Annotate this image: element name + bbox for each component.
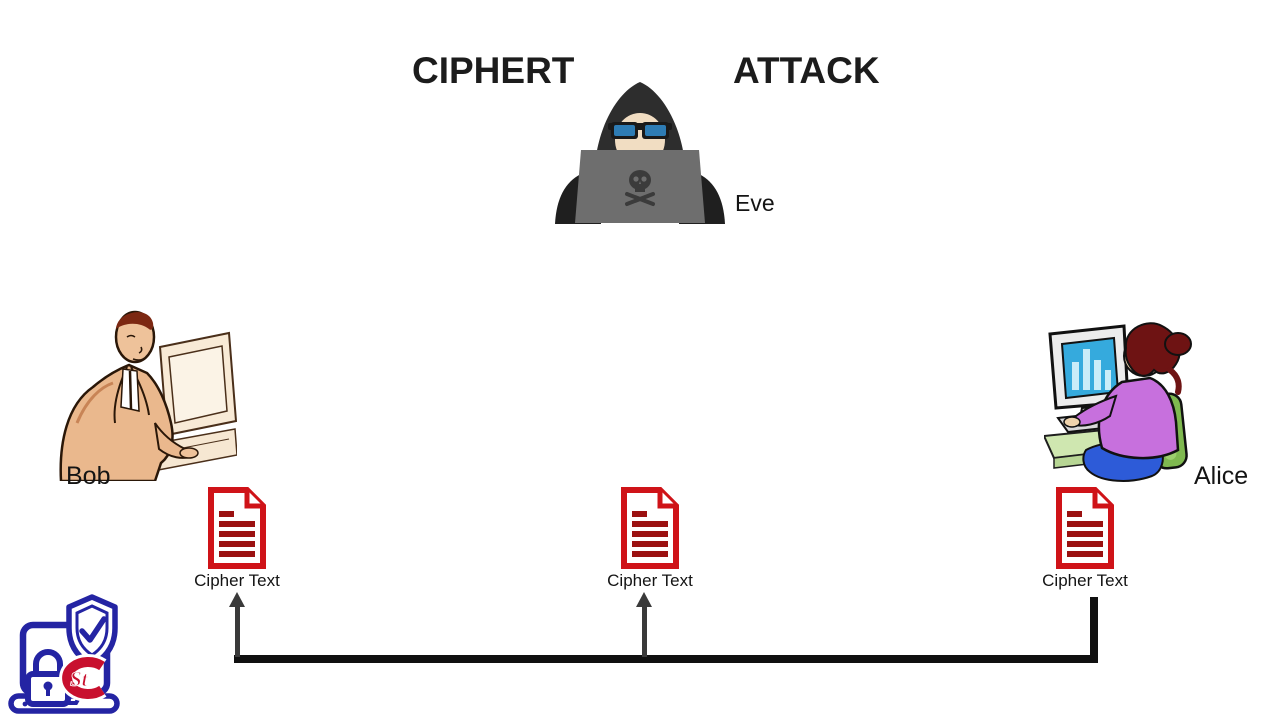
bob-figure: [57, 303, 237, 481]
red-document-icon: [208, 487, 266, 569]
bob-label: Bob: [66, 462, 111, 490]
alice-body: [1097, 376, 1180, 460]
cybersecurity-shield-lock-laptop-logo: St: [8, 594, 120, 714]
branding-logo: St: [8, 594, 120, 718]
bob-hand: [179, 447, 199, 459]
alice-label: Alice: [1194, 462, 1249, 490]
hacker-with-laptop-icon: [555, 82, 725, 224]
connector-right-elbow: [1090, 597, 1098, 657]
cipher-text-label: Cipher Text: [607, 571, 693, 590]
cipher-doc-right: Cipher Text: [1042, 487, 1128, 590]
woman-at-computer-clipart: [1044, 322, 1192, 482]
alice-hand: [1063, 416, 1081, 428]
red-document-icon: [621, 487, 679, 569]
blue-sunglasses-icon: [608, 122, 672, 139]
bob-hair: [116, 312, 154, 330]
connector-middle-arrow-shaft: [642, 604, 647, 657]
red-document-icon: [1056, 487, 1114, 569]
padlock-icon: [25, 649, 71, 707]
alice-figure: [1044, 318, 1202, 486]
up-arrow-icon: [636, 592, 652, 607]
connector-horizontal-line: [234, 655, 1098, 663]
cipher-text-label: Cipher Text: [1042, 571, 1128, 590]
title-right-fragment: ATTACK: [733, 50, 880, 91]
connector-left-arrow-shaft: [235, 604, 240, 657]
title-left-fragment: CIPHERT: [412, 50, 575, 91]
alice-hair: [1124, 322, 1181, 377]
svg-text:St: St: [70, 667, 89, 691]
cipher-doc-middle: Cipher Text: [607, 487, 693, 590]
screen-bar-chart-icon: [1072, 349, 1111, 390]
up-arrow-icon: [229, 592, 245, 607]
man-at-computer-clipart: [59, 310, 237, 481]
cipher-text-label: Cipher Text: [194, 571, 280, 590]
skull-and-crossbones-icon: [625, 170, 655, 206]
hacker-figure: [545, 80, 735, 224]
eve-label: Eve: [735, 190, 775, 216]
cipher-doc-left: Cipher Text: [194, 487, 280, 590]
st-cloud-state-sc-logo: St: [59, 654, 107, 702]
alice-hair-bun: [1164, 332, 1192, 356]
